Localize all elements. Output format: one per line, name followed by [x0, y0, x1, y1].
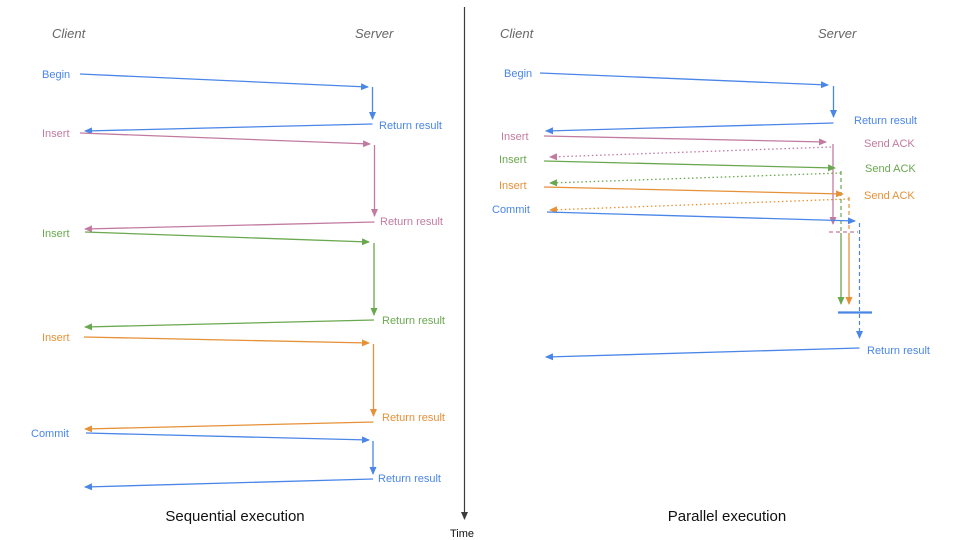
par-insert3-label: Insert [499, 180, 527, 192]
seq-commit-request-arrow [85, 432, 370, 444]
seq-begin-request-arrow [79, 73, 369, 91]
par-commit-request-arrow [546, 211, 856, 225]
par-insert1-request-arrow [543, 135, 827, 146]
sequential-panel: Client Server Begin Return result Insert… [31, 26, 445, 525]
parallel-title: Parallel execution [668, 508, 786, 525]
par-insert1-ack-label: Send ACK [864, 138, 915, 150]
seq-insert3-request-arrow [83, 336, 370, 347]
par-client-header: Client [500, 26, 535, 41]
par-begin-return-label: Return result [854, 115, 917, 127]
par-commit-label: Commit [492, 204, 530, 216]
seq-commit-label: Commit [31, 428, 69, 440]
seq-insert3-label: Insert [42, 332, 70, 344]
seq-begin-label: Begin [42, 69, 70, 81]
seq-begin-return-label: Return result [379, 120, 442, 132]
seq-commit-return-label: Return result [378, 473, 441, 485]
seq-client-header: Client [52, 26, 87, 41]
seq-begin-return-arrow [84, 123, 373, 135]
time-axis-label: Time [450, 528, 474, 540]
par-commit-return-label: Return result [867, 345, 930, 357]
par-insert3-request-arrow [543, 186, 844, 198]
par-begin-return-arrow [545, 122, 834, 135]
seq-insert1-return-label: Return result [380, 216, 443, 228]
seq-insert3-return-label: Return result [382, 412, 445, 424]
par-begin-request-arrow [539, 72, 829, 89]
par-begin-label: Begin [504, 68, 532, 80]
par-insert3-ack-arrow [549, 198, 850, 214]
seq-insert2-request-arrow [84, 231, 370, 246]
par-insert2-ack-arrow [549, 172, 842, 187]
seq-insert2-return-label: Return result [382, 315, 445, 327]
par-insert2-label: Insert [499, 154, 527, 166]
parallel-panel: Client Server Begin Return result Insert… [492, 26, 930, 525]
time-axis: Time [450, 7, 474, 540]
par-insert2-ack-label: Send ACK [865, 163, 916, 175]
par-commit-return-arrow [545, 347, 860, 361]
par-insert2-request-arrow [543, 160, 836, 172]
seq-insert1-return-arrow [84, 221, 375, 233]
seq-insert1-request-arrow [79, 132, 371, 148]
par-insert1-label: Insert [501, 131, 529, 143]
seq-insert2-label: Insert [42, 228, 70, 240]
seq-insert3-return-arrow [84, 421, 374, 433]
sequential-title: Sequential execution [165, 508, 304, 525]
seq-insert1-label: Insert [42, 128, 70, 140]
seq-insert2-return-arrow [84, 319, 375, 331]
par-server-header: Server [818, 26, 857, 41]
seq-server-header: Server [355, 26, 394, 41]
par-insert1-ack-arrow [549, 146, 832, 161]
seq-commit-return-arrow [84, 478, 374, 491]
par-insert3-ack-label: Send ACK [864, 190, 915, 202]
